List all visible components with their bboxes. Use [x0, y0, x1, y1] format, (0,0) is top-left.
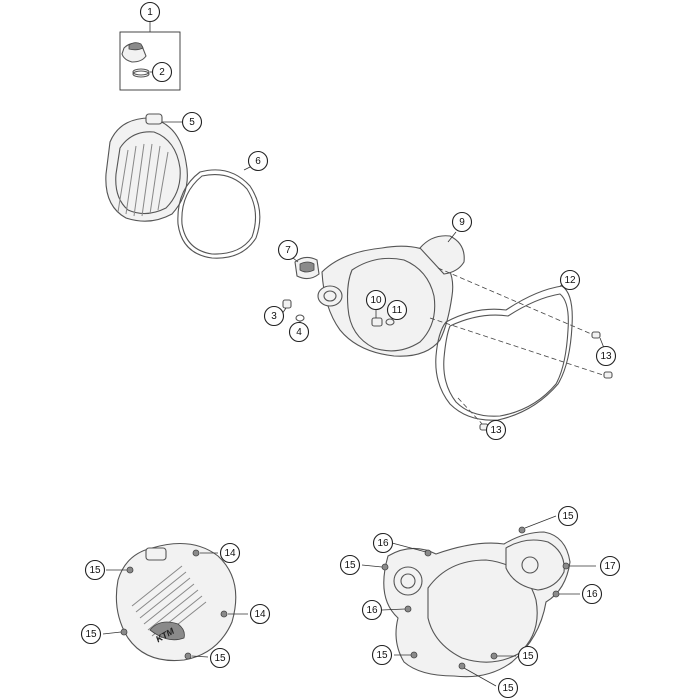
callout-6: 6 [247, 150, 269, 172]
callout-circle [386, 299, 408, 321]
part-7-pump-cap [287, 253, 320, 280]
callout-circle [263, 305, 285, 327]
callout-circle [517, 645, 539, 667]
callout-3: 3 [263, 305, 285, 327]
callout-number: 5 [189, 117, 195, 128]
callout-circle [181, 111, 203, 133]
callout-circle [599, 555, 621, 577]
callout-number: 1 [147, 7, 153, 18]
callout-circle [219, 542, 241, 564]
callout-number: 9 [459, 217, 465, 228]
part-13-screws [479, 331, 613, 431]
callout-13: 13 [485, 419, 507, 441]
callout-circle [581, 583, 603, 605]
callout-number: 14 [224, 548, 236, 559]
part-5-clutch-cover [105, 113, 188, 222]
lower-left-clutch-cover-assembly: KTM [102, 543, 248, 662]
callout-15: 15 [84, 559, 106, 581]
callout-number: 15 [562, 511, 574, 522]
callout-15: 15 [497, 677, 519, 699]
callout-labels: 1234567910111213131514141515161515171616… [80, 1, 621, 699]
callout-circle [595, 345, 617, 367]
callout-number: 16 [366, 605, 378, 616]
callout-circle [339, 554, 361, 576]
callout-number: 15 [344, 560, 356, 571]
callout-16: 16 [581, 583, 603, 605]
callout-4: 4 [288, 321, 310, 343]
callout-circle [209, 647, 231, 669]
part-9-inner-housing [317, 231, 465, 357]
callout-13: 13 [595, 345, 617, 367]
callout-circle [372, 532, 394, 554]
callout-number: 3 [271, 311, 277, 322]
callout-2: 2 [151, 61, 173, 83]
callout-12: 12 [559, 269, 581, 291]
callout-5: 5 [181, 111, 203, 133]
callout-7: 7 [277, 239, 299, 261]
part-6-cover-gasket [177, 165, 261, 259]
callout-number: 15 [214, 653, 226, 664]
callout-number: 15 [89, 565, 101, 576]
callout-15: 15 [339, 554, 361, 576]
callout-10: 10 [365, 289, 387, 311]
callout-circle [365, 289, 387, 311]
callout-15: 15 [557, 505, 579, 527]
part-1-oil-plug-kit [119, 22, 181, 91]
callout-circle [485, 419, 507, 441]
callout-number: 12 [564, 275, 576, 286]
callout-16: 16 [372, 532, 394, 554]
callout-circle [451, 211, 473, 233]
callout-circle [361, 599, 383, 621]
callout-number: 7 [285, 245, 291, 256]
callout-circle [288, 321, 310, 343]
callout-circle [139, 1, 161, 23]
callout-number: 15 [376, 650, 388, 661]
callout-circle [247, 150, 269, 172]
callout-9: 9 [451, 211, 473, 233]
callout-number: 15 [522, 651, 534, 662]
callout-15: 15 [371, 644, 393, 666]
callout-15: 15 [517, 645, 539, 667]
callout-15: 15 [80, 623, 102, 645]
callout-circle [371, 644, 393, 666]
callout-11: 11 [386, 299, 408, 321]
callout-number: 16 [377, 538, 389, 549]
callout-circle [559, 269, 581, 291]
callout-14: 14 [219, 542, 241, 564]
lower-right-housing-assembly [361, 515, 596, 687]
callout-15: 15 [209, 647, 231, 669]
callout-number: 14 [254, 609, 266, 620]
callout-16: 16 [361, 599, 383, 621]
callout-number: 2 [159, 67, 165, 78]
callout-circle [84, 559, 106, 581]
callout-circle [249, 603, 271, 625]
callout-number: 15 [85, 629, 97, 640]
callout-number: 10 [370, 295, 382, 306]
callout-number: 4 [296, 327, 302, 338]
callout-14: 14 [249, 603, 271, 625]
callout-circle [277, 239, 299, 261]
part-12-housing-gasket [435, 283, 573, 421]
part-3-4-fittings [281, 299, 305, 324]
callout-circle [80, 623, 102, 645]
callout-circle [557, 505, 579, 527]
callout-number: 13 [490, 425, 502, 436]
callout-17: 17 [599, 555, 621, 577]
callout-number: 13 [600, 351, 612, 362]
callout-number: 11 [392, 305, 403, 316]
callout-number: 15 [502, 683, 514, 694]
lower-left-bolts [120, 549, 228, 660]
callout-number: 6 [255, 156, 261, 167]
callout-circle [151, 61, 173, 83]
callout-circle [497, 677, 519, 699]
callout-number: 17 [604, 561, 616, 572]
callout-1: 1 [139, 1, 161, 23]
callout-number: 16 [586, 589, 598, 600]
